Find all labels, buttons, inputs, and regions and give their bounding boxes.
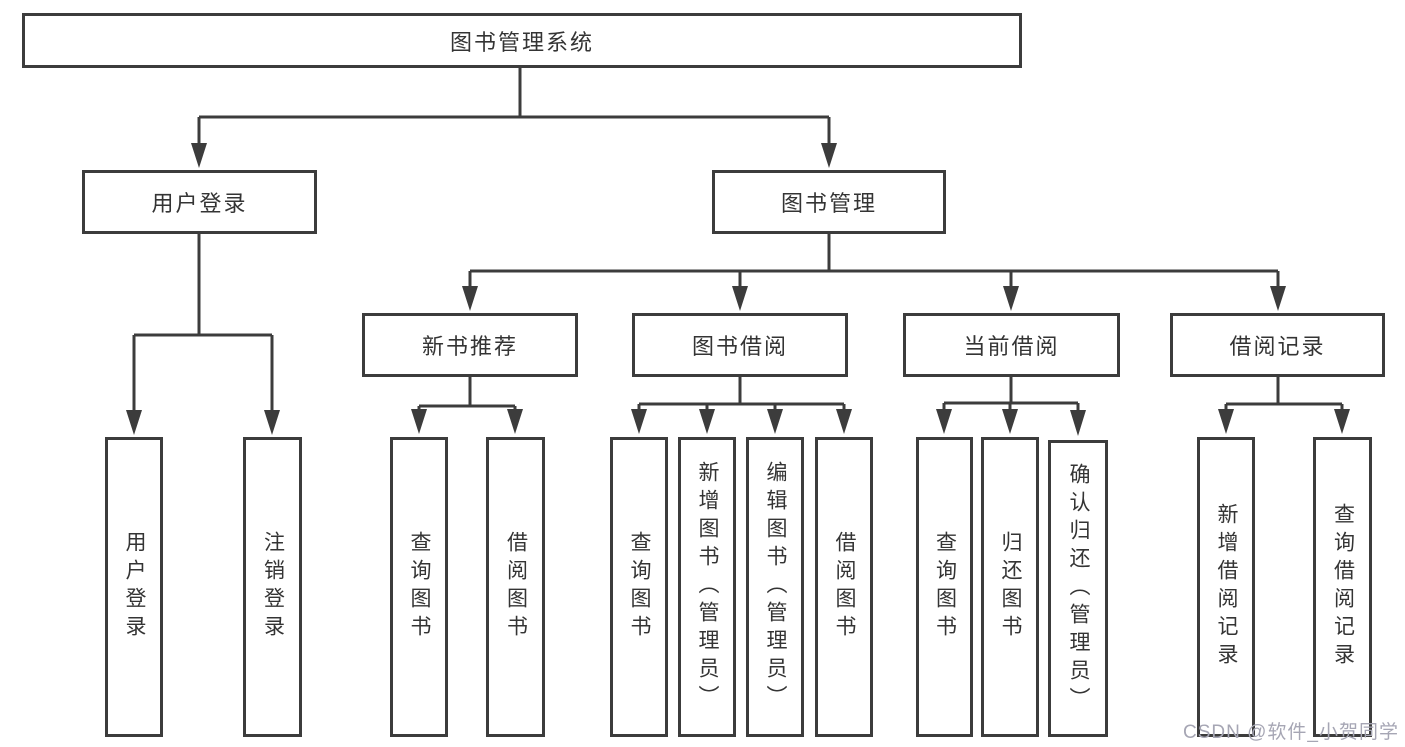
node-borrow-records: 借阅记录 bbox=[1170, 313, 1385, 377]
node-current-borrowing-label: 当前借阅 bbox=[963, 334, 1060, 359]
node-borrow-records-label: 借阅记录 bbox=[1229, 334, 1326, 359]
leaf-query-borrow-record-label: 查询借阅记录 bbox=[1331, 503, 1355, 671]
leaf-borrowing-borrow-books: 借阅图书 bbox=[815, 437, 873, 737]
node-new-book-recommend-label: 新书推荐 bbox=[421, 334, 518, 359]
leaf-add-books-admin-label: 新增图书（管理员） bbox=[696, 461, 720, 713]
leaf-query-borrow-record: 查询借阅记录 bbox=[1313, 437, 1372, 737]
node-library-system-label: 图书管理系统 bbox=[449, 29, 594, 55]
leaf-edit-books-admin: 编辑图书（管理员） bbox=[746, 437, 804, 737]
leaf-logout: 注销登录 bbox=[243, 437, 302, 737]
leaf-borrowing-query-books: 查询图书 bbox=[610, 437, 668, 737]
leaf-add-borrow-record-label: 新增借阅记录 bbox=[1215, 503, 1239, 671]
leaf-recommend-borrow-books-label: 借阅图书 bbox=[504, 531, 528, 643]
leaf-logout-label: 注销登录 bbox=[261, 531, 285, 643]
node-book-management: 图书管理 bbox=[712, 170, 946, 234]
leaf-add-borrow-record: 新增借阅记录 bbox=[1197, 437, 1255, 737]
leaf-user-login-label: 用户登录 bbox=[123, 531, 147, 643]
leaf-recommend-query-books: 查询图书 bbox=[390, 437, 448, 737]
node-current-borrowing: 当前借阅 bbox=[903, 313, 1120, 377]
node-library-system: 图书管理系统 bbox=[22, 13, 1022, 68]
leaf-confirm-return-admin-label: 确认归还（管理员） bbox=[1067, 462, 1091, 715]
leaf-current-query-books-label: 查询图书 bbox=[933, 531, 957, 643]
leaf-edit-books-admin-label: 编辑图书（管理员） bbox=[764, 461, 788, 713]
leaf-recommend-query-books-label: 查询图书 bbox=[408, 531, 432, 643]
leaf-add-books-admin: 新增图书（管理员） bbox=[678, 437, 736, 737]
node-book-borrowing-label: 图书借阅 bbox=[691, 334, 788, 359]
node-book-borrowing: 图书借阅 bbox=[632, 313, 848, 377]
leaf-user-login: 用户登录 bbox=[105, 437, 163, 737]
leaf-current-query-books: 查询图书 bbox=[916, 437, 973, 737]
leaf-borrowing-borrow-books-label: 借阅图书 bbox=[833, 531, 857, 643]
csdn-watermark: CSDN @软件_小贺同学 bbox=[1183, 722, 1399, 743]
node-user-login: 用户登录 bbox=[82, 170, 317, 234]
node-book-management-label: 图书管理 bbox=[780, 191, 877, 216]
leaf-recommend-borrow-books: 借阅图书 bbox=[486, 437, 545, 737]
node-user-login-label: 用户登录 bbox=[151, 191, 248, 216]
arrowhead-icon bbox=[126, 143, 1350, 436]
node-new-book-recommend: 新书推荐 bbox=[362, 313, 578, 377]
leaf-borrowing-query-books-label: 查询图书 bbox=[628, 531, 652, 643]
leaf-return-books: 归还图书 bbox=[981, 437, 1039, 737]
leaf-confirm-return-admin: 确认归还（管理员） bbox=[1048, 440, 1108, 737]
leaf-return-books-label: 归还图书 bbox=[999, 531, 1023, 643]
